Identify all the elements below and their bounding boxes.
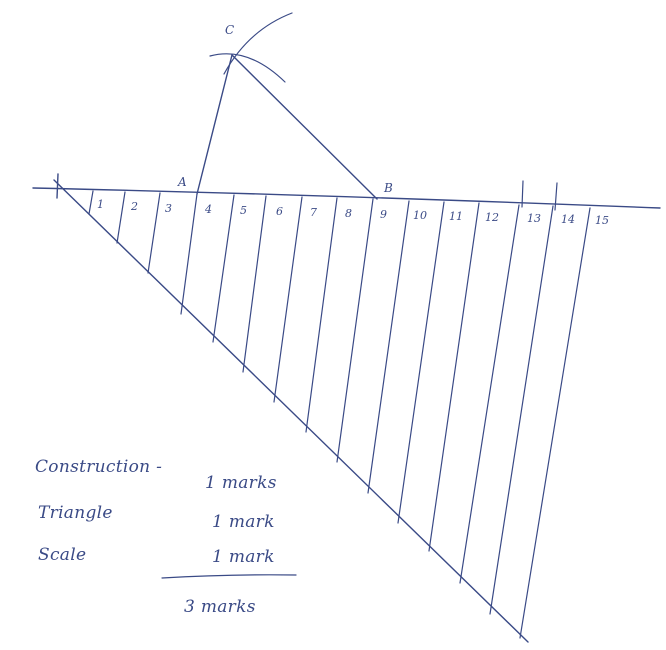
parallel-line-1	[88, 190, 94, 215]
parallel-line-3	[147, 192, 161, 274]
parallel-line-15	[519, 207, 591, 639]
point-label-a: A	[177, 175, 187, 189]
parallel-division-lines	[88, 190, 591, 639]
parallel-line-8	[305, 197, 338, 433]
scale-number-6: 6	[276, 205, 283, 218]
scale-number-15: 15	[595, 214, 609, 227]
parallel-line-9	[336, 198, 374, 463]
point-label-b: B	[383, 181, 393, 195]
triangle-side-ac	[196, 54, 233, 195]
scale-number-1: 1	[97, 198, 104, 211]
scale-number-7: 7	[310, 206, 317, 219]
scale-number-9: 9	[380, 208, 387, 221]
parallel-line-5	[212, 194, 235, 343]
parallel-line-14	[489, 205, 554, 615]
scale-number-8: 8	[345, 207, 352, 220]
note-total: 3 marks	[184, 597, 256, 617]
scale-line	[32, 187, 661, 209]
scale-number-12: 12	[485, 211, 499, 224]
top-ticks	[521, 180, 558, 211]
scale-number-4: 4	[204, 203, 212, 216]
note-scale: Scale	[38, 545, 86, 565]
diagonal-construction-line	[53, 179, 529, 643]
note-construction: Construction -	[35, 457, 162, 477]
note-triangle-marks: 1 mark	[212, 512, 275, 532]
point-label-c: C	[225, 23, 234, 37]
parallel-line-4	[180, 193, 198, 315]
tick-13-top	[521, 180, 524, 208]
total-underline	[161, 574, 297, 579]
note-scale-marks: 1 mark	[212, 547, 275, 567]
scale-numbers: 1 2 3 4 5 6 7 8 9 10 11 12 13 14 15	[97, 198, 609, 227]
scale-number-2: 2	[130, 200, 138, 213]
parallel-line-6	[242, 195, 267, 373]
parallel-line-10	[367, 200, 410, 494]
compass-arc-horizontal	[209, 53, 286, 83]
start-tick	[56, 173, 59, 199]
tick-14-top	[554, 182, 558, 211]
scale-number-5: 5	[240, 204, 247, 217]
scale-number-3: 3	[165, 202, 172, 215]
parallel-line-7	[273, 196, 303, 403]
scale-number-10: 10	[413, 209, 427, 222]
triangle-side-bc	[231, 54, 378, 200]
parallel-line-13	[459, 204, 520, 584]
note-construction-marks: 1 marks	[205, 473, 277, 493]
scale-number-14: 14	[561, 213, 575, 226]
parallel-line-11	[397, 201, 445, 524]
parallel-line-12	[428, 202, 480, 552]
scale-number-13: 13	[527, 212, 541, 225]
marking-notes: Construction - 1 marks Triangle 1 mark S…	[35, 457, 297, 617]
compass-arc-vertical	[223, 12, 293, 75]
scale-number-11: 11	[449, 210, 463, 223]
note-triangle: Triangle	[38, 503, 113, 523]
parallel-line-2	[116, 191, 126, 244]
